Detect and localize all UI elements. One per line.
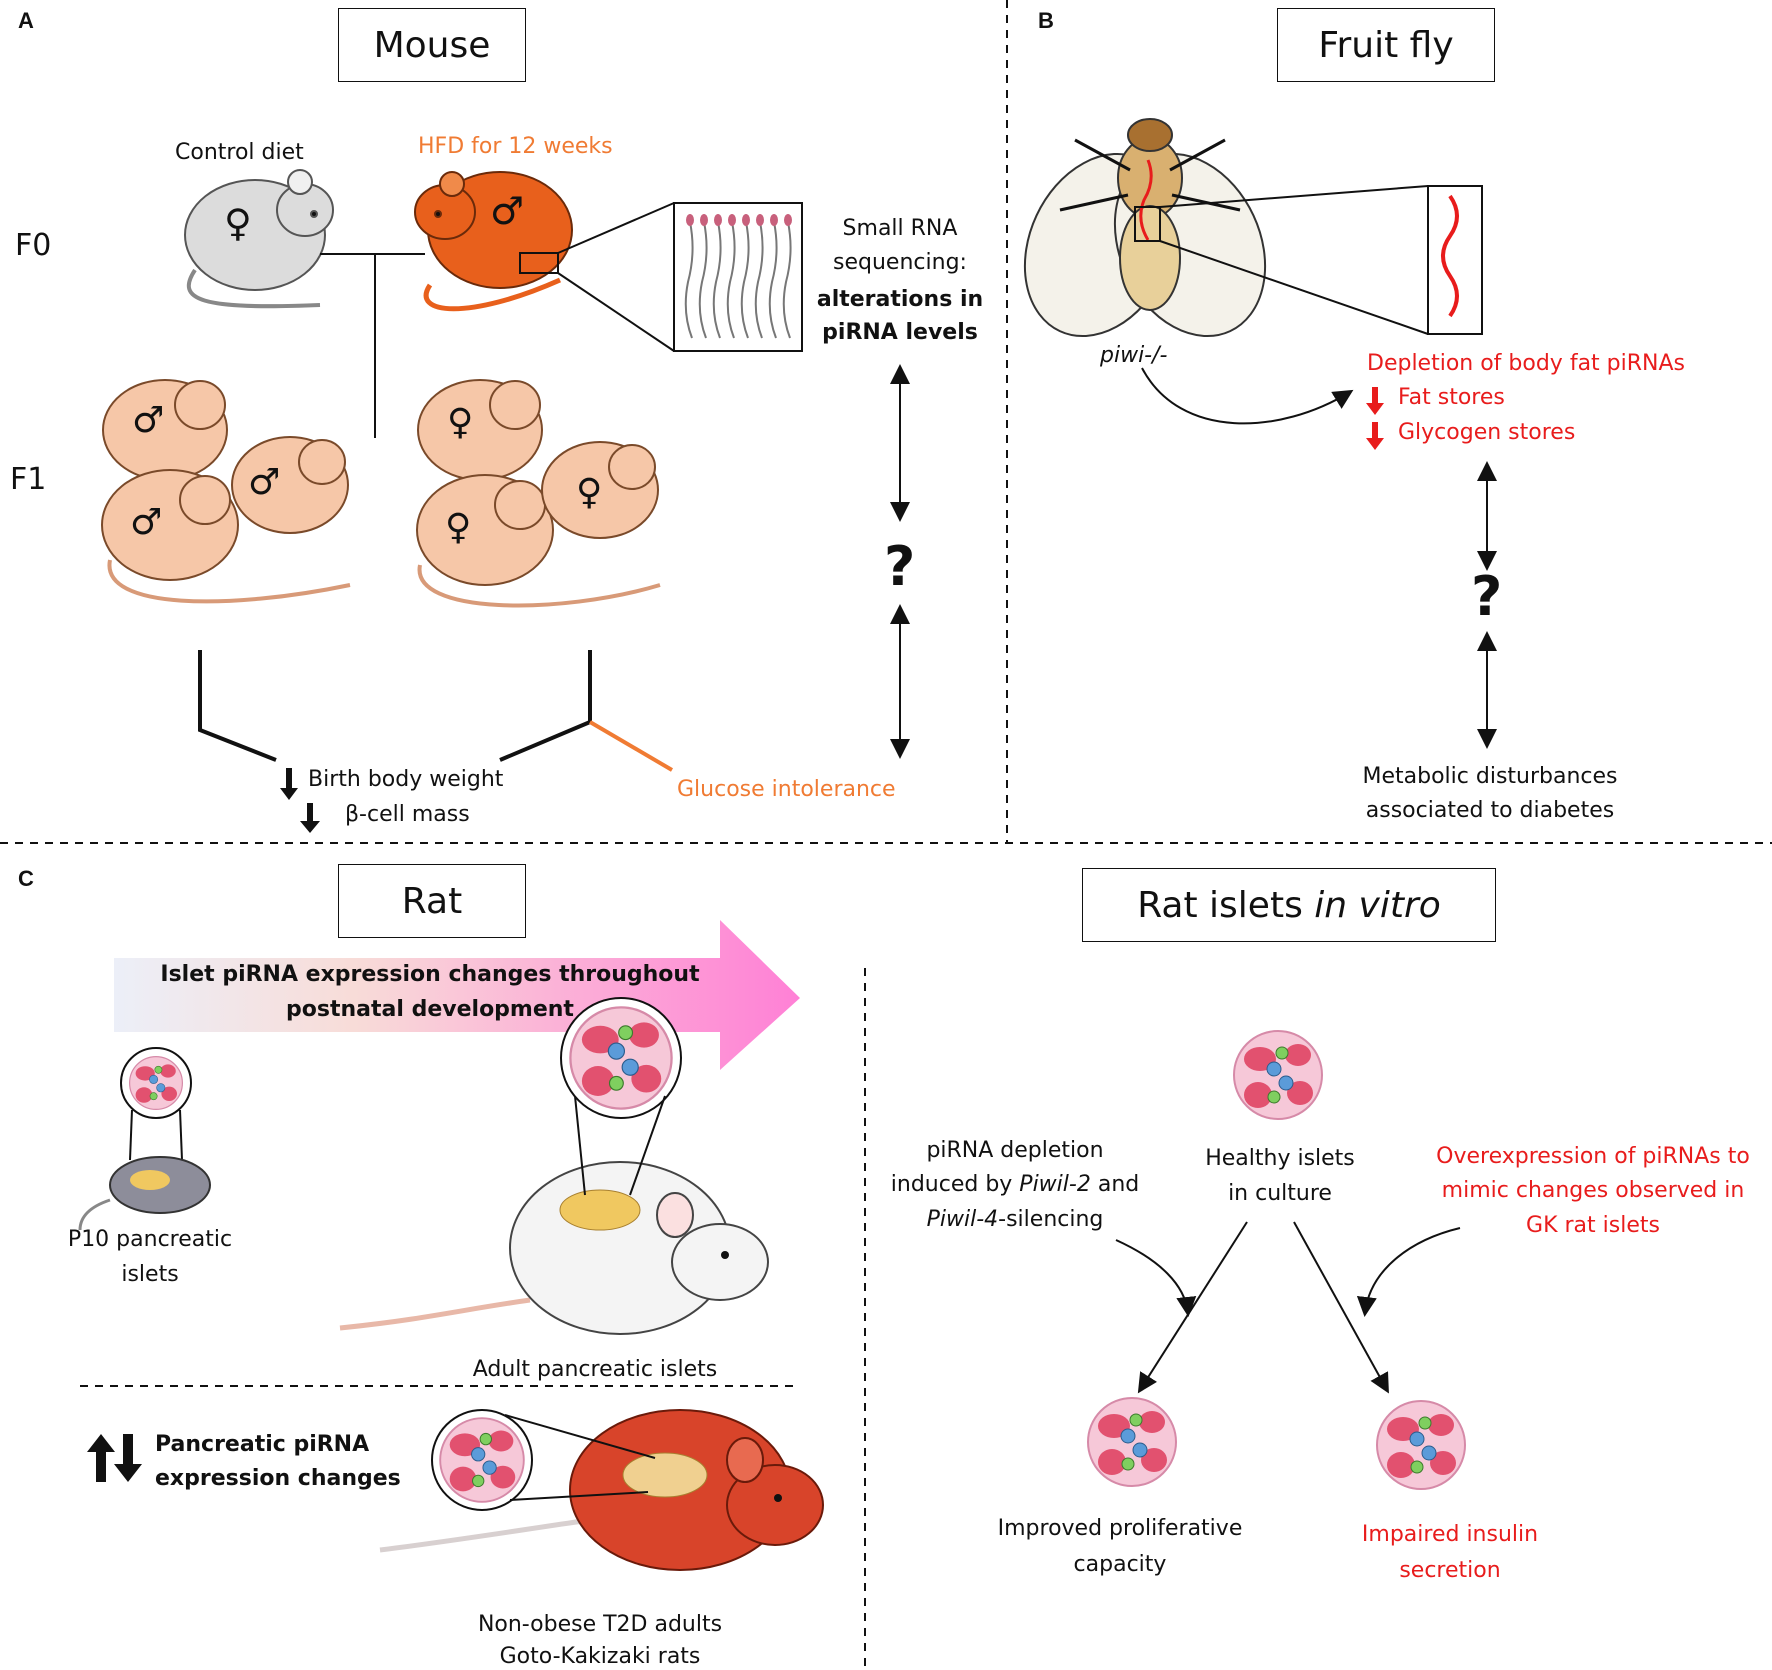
healthy-line2: in culture [1228, 1181, 1332, 1206]
gk-line2: Goto-Kakizaki rats [499, 1644, 701, 1669]
depletion-line2-tail: and [1090, 1172, 1140, 1197]
title-rat: Rat [338, 864, 526, 938]
depletion-line3-gene: Piwil-4 [926, 1207, 999, 1232]
control-diet-label: Control diet [175, 140, 304, 165]
male-symbol-f1-2: ♂ [248, 462, 281, 503]
fruit-fly [1023, 118, 1267, 338]
p10-line1: P10 pancreatic [67, 1227, 233, 1252]
question-mark-fly: ? [1471, 565, 1503, 628]
fly-effect-glycogen: Glycogen stores [1398, 420, 1576, 445]
small-rna-line3: alterations in [816, 287, 984, 312]
female-symbol-f1-2: ♀ [576, 472, 603, 513]
gk-line1: Non-obese T2D adults [477, 1612, 723, 1637]
female-symbol-f1-3: ♀ [445, 507, 472, 548]
outcome-birth-weight: Birth body weight [308, 767, 504, 792]
small-rna-line1: Small RNA [842, 216, 958, 241]
improved-islet [1087, 1397, 1177, 1487]
overexp-line2: mimic changes observed in [1441, 1178, 1745, 1203]
title-fruit-fly: Fruit fly [1277, 8, 1495, 82]
changes-line2: expression changes [155, 1466, 401, 1491]
panel-letter-b: B [1038, 8, 1054, 33]
improved-line2: capacity [1073, 1552, 1167, 1577]
dev-arrow-line1: Islet piRNA expression changes throughou… [160, 962, 700, 987]
female-symbol-f1-1: ♀ [447, 402, 474, 443]
small-rna-line2: sequencing: [833, 250, 967, 275]
adult-rat [339, 997, 769, 1335]
f1-male-mice [101, 379, 351, 604]
title-rat-islets-italic: in vitro [1314, 884, 1441, 926]
fly-genotype: piwi-/- [1100, 343, 1168, 368]
title-mouse: Mouse [338, 8, 526, 82]
panel-letter-c: C [18, 866, 34, 891]
male-symbol-f1-1: ♂ [132, 400, 165, 441]
fly-effect-main: Depletion of body fat piRNAs [1367, 351, 1686, 376]
changes-line1: Pancreatic piRNA [155, 1432, 370, 1457]
male-symbol-f1-3: ♂ [130, 502, 163, 543]
impaired-line2: secretion [1399, 1558, 1501, 1583]
hfd-mouse [414, 171, 573, 312]
dev-arrow-line2: postnatal development [286, 997, 574, 1022]
hfd-label: HFD for 12 weeks [418, 134, 613, 159]
overexp-line1: Overexpression of piRNAs to [1436, 1144, 1750, 1169]
fly-disturb-line2: associated to diabetes [1365, 798, 1615, 823]
small-rna-line4: piRNA levels [822, 320, 978, 345]
f1-female-mice [416, 379, 661, 608]
depletion-line2: induced by Piwil-2 and [870, 1172, 1160, 1198]
adult-islets-label: Adult pancreatic islets [472, 1357, 718, 1382]
outcome-glucose: Glucose intolerance [677, 777, 896, 802]
development-arrow [114, 920, 800, 1070]
female-symbol-control: ♀ [224, 201, 252, 245]
healthy-islet [1233, 1030, 1323, 1120]
impaired-islet [1376, 1400, 1466, 1490]
fly-effect-fat: Fat stores [1398, 385, 1505, 410]
depletion-line3: Piwil-4-silencing [870, 1207, 1160, 1233]
impaired-line1: Impaired insulin [1361, 1522, 1539, 1547]
sperm-cells [684, 221, 792, 339]
gk-rat [379, 1409, 824, 1571]
question-mark-mouse: ? [884, 535, 916, 598]
sperm-zoom-box [673, 202, 803, 352]
improved-line1: Improved proliferative [997, 1516, 1243, 1541]
generation-f1: F1 [10, 462, 47, 497]
fly-disturb-line1: Metabolic disturbances [1362, 764, 1618, 789]
depletion-line3-tail: -silencing [998, 1207, 1104, 1232]
title-rat-islets-text: Rat islets [1137, 884, 1315, 926]
control-mouse [184, 169, 334, 309]
healthy-line1: Healthy islets [1205, 1146, 1355, 1171]
overexp-line3: GK rat islets [1526, 1213, 1660, 1238]
depletion-line2-text: induced by [890, 1172, 1020, 1197]
p10-rat [78, 1047, 211, 1231]
depletion-line1: piRNA depletion [926, 1138, 1104, 1163]
title-rat-islets: Rat islets in vitro [1082, 868, 1496, 942]
outcome-beta-cell: β-cell mass [345, 802, 470, 827]
male-symbol-hfd: ♂ [490, 189, 525, 233]
p10-line2: islets [121, 1262, 179, 1287]
generation-f0: F0 [15, 228, 52, 263]
panel-letter-a: A [18, 8, 34, 33]
depletion-line2-gene: Piwil-2 [1019, 1172, 1091, 1197]
